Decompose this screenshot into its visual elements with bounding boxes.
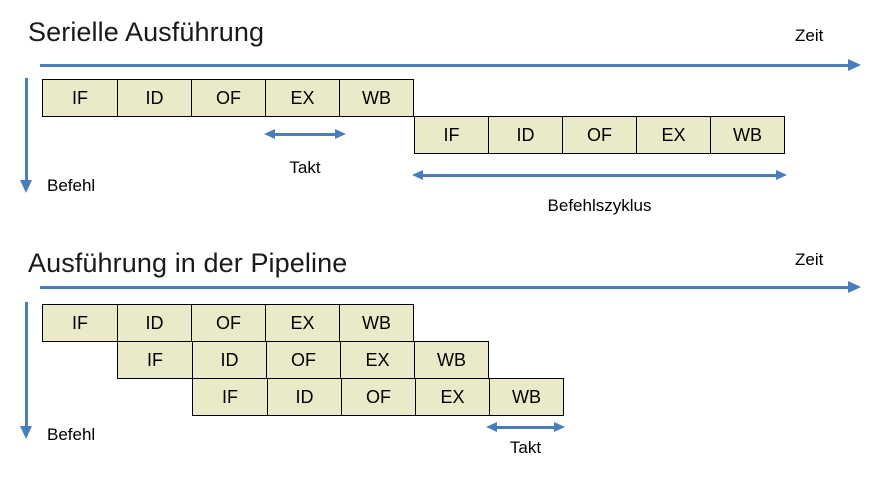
stage-cell: ID bbox=[267, 378, 342, 416]
instruction-axis-label-serial: Befehl bbox=[47, 176, 96, 195]
time-axis-label-pipeline: Zeit bbox=[795, 250, 824, 269]
stage-cell: IF bbox=[42, 304, 118, 342]
instruction-axis-arrowhead-icon-serial bbox=[20, 180, 32, 193]
stage-cell: OF bbox=[191, 79, 266, 117]
measure-bar bbox=[493, 426, 558, 429]
instruction-axis-line-pipeline bbox=[25, 302, 28, 428]
time-axis-label-serial: Zeit bbox=[795, 26, 824, 45]
stage-cell: OF bbox=[266, 341, 341, 379]
arrowhead-left-icon bbox=[264, 129, 275, 139]
measure-bar bbox=[419, 174, 780, 177]
time-axis-line-pipeline bbox=[40, 286, 850, 289]
stage-cell: IF bbox=[414, 116, 489, 154]
time-axis-arrowhead-icon-serial bbox=[848, 59, 861, 71]
measure-arrow-takt-serial bbox=[264, 129, 346, 141]
stage-cell: ID bbox=[192, 341, 267, 379]
instruction-axis-arrowhead-icon-pipeline bbox=[20, 426, 32, 439]
measure-bar bbox=[271, 133, 339, 136]
stage-cell: WB bbox=[710, 116, 785, 154]
stage-row-pipeline-1: IF ID OF EX WB bbox=[42, 304, 414, 342]
section-title-serial: Serielle Ausführung bbox=[28, 17, 265, 47]
measure-label-takt-serial: Takt bbox=[289, 158, 321, 177]
stage-cell: EX bbox=[340, 341, 415, 379]
time-axis-line-serial bbox=[40, 64, 850, 67]
arrowhead-right-icon bbox=[335, 129, 346, 139]
stage-cell: EX bbox=[265, 79, 340, 117]
stage-cell: ID bbox=[117, 79, 192, 117]
instruction-axis-line-serial bbox=[25, 78, 28, 182]
stage-cell: IF bbox=[42, 79, 118, 117]
arrowhead-left-icon bbox=[486, 422, 497, 432]
measure-arrow-befehlszyklus bbox=[412, 170, 787, 182]
stage-cell: EX bbox=[636, 116, 711, 154]
stage-row-serial-1: IF ID OF EX WB bbox=[42, 79, 414, 117]
stage-cell: IF bbox=[117, 341, 193, 379]
stage-cell: WB bbox=[339, 304, 414, 342]
section-title-pipeline: Ausführung in der Pipeline bbox=[28, 248, 348, 278]
instruction-axis-label-pipeline: Befehl bbox=[47, 425, 96, 444]
arrowhead-right-icon bbox=[554, 422, 565, 432]
stage-cell: OF bbox=[341, 378, 416, 416]
stage-cell: EX bbox=[265, 304, 340, 342]
stage-cell: WB bbox=[414, 341, 489, 379]
measure-label-takt-pipeline: Takt bbox=[509, 438, 542, 457]
measure-arrow-takt-pipeline bbox=[486, 422, 565, 434]
measure-label-befehlszyklus: Befehlszyklus bbox=[547, 196, 652, 215]
arrowhead-right-icon bbox=[776, 170, 787, 180]
stage-cell: WB bbox=[339, 79, 414, 117]
stage-cell: OF bbox=[191, 304, 266, 342]
stage-cell: WB bbox=[489, 378, 564, 416]
stage-row-pipeline-2: IF ID OF EX WB bbox=[117, 341, 489, 379]
stage-cell: EX bbox=[415, 378, 490, 416]
stage-cell: IF bbox=[192, 378, 268, 416]
time-axis-arrowhead-icon-pipeline bbox=[848, 281, 861, 293]
stage-row-serial-2: IF ID OF EX WB bbox=[414, 116, 785, 154]
stage-cell: OF bbox=[562, 116, 637, 154]
arrowhead-left-icon bbox=[412, 170, 423, 180]
stage-cell: ID bbox=[117, 304, 192, 342]
stage-row-pipeline-3: IF ID OF EX WB bbox=[192, 378, 564, 416]
stage-cell: ID bbox=[488, 116, 563, 154]
